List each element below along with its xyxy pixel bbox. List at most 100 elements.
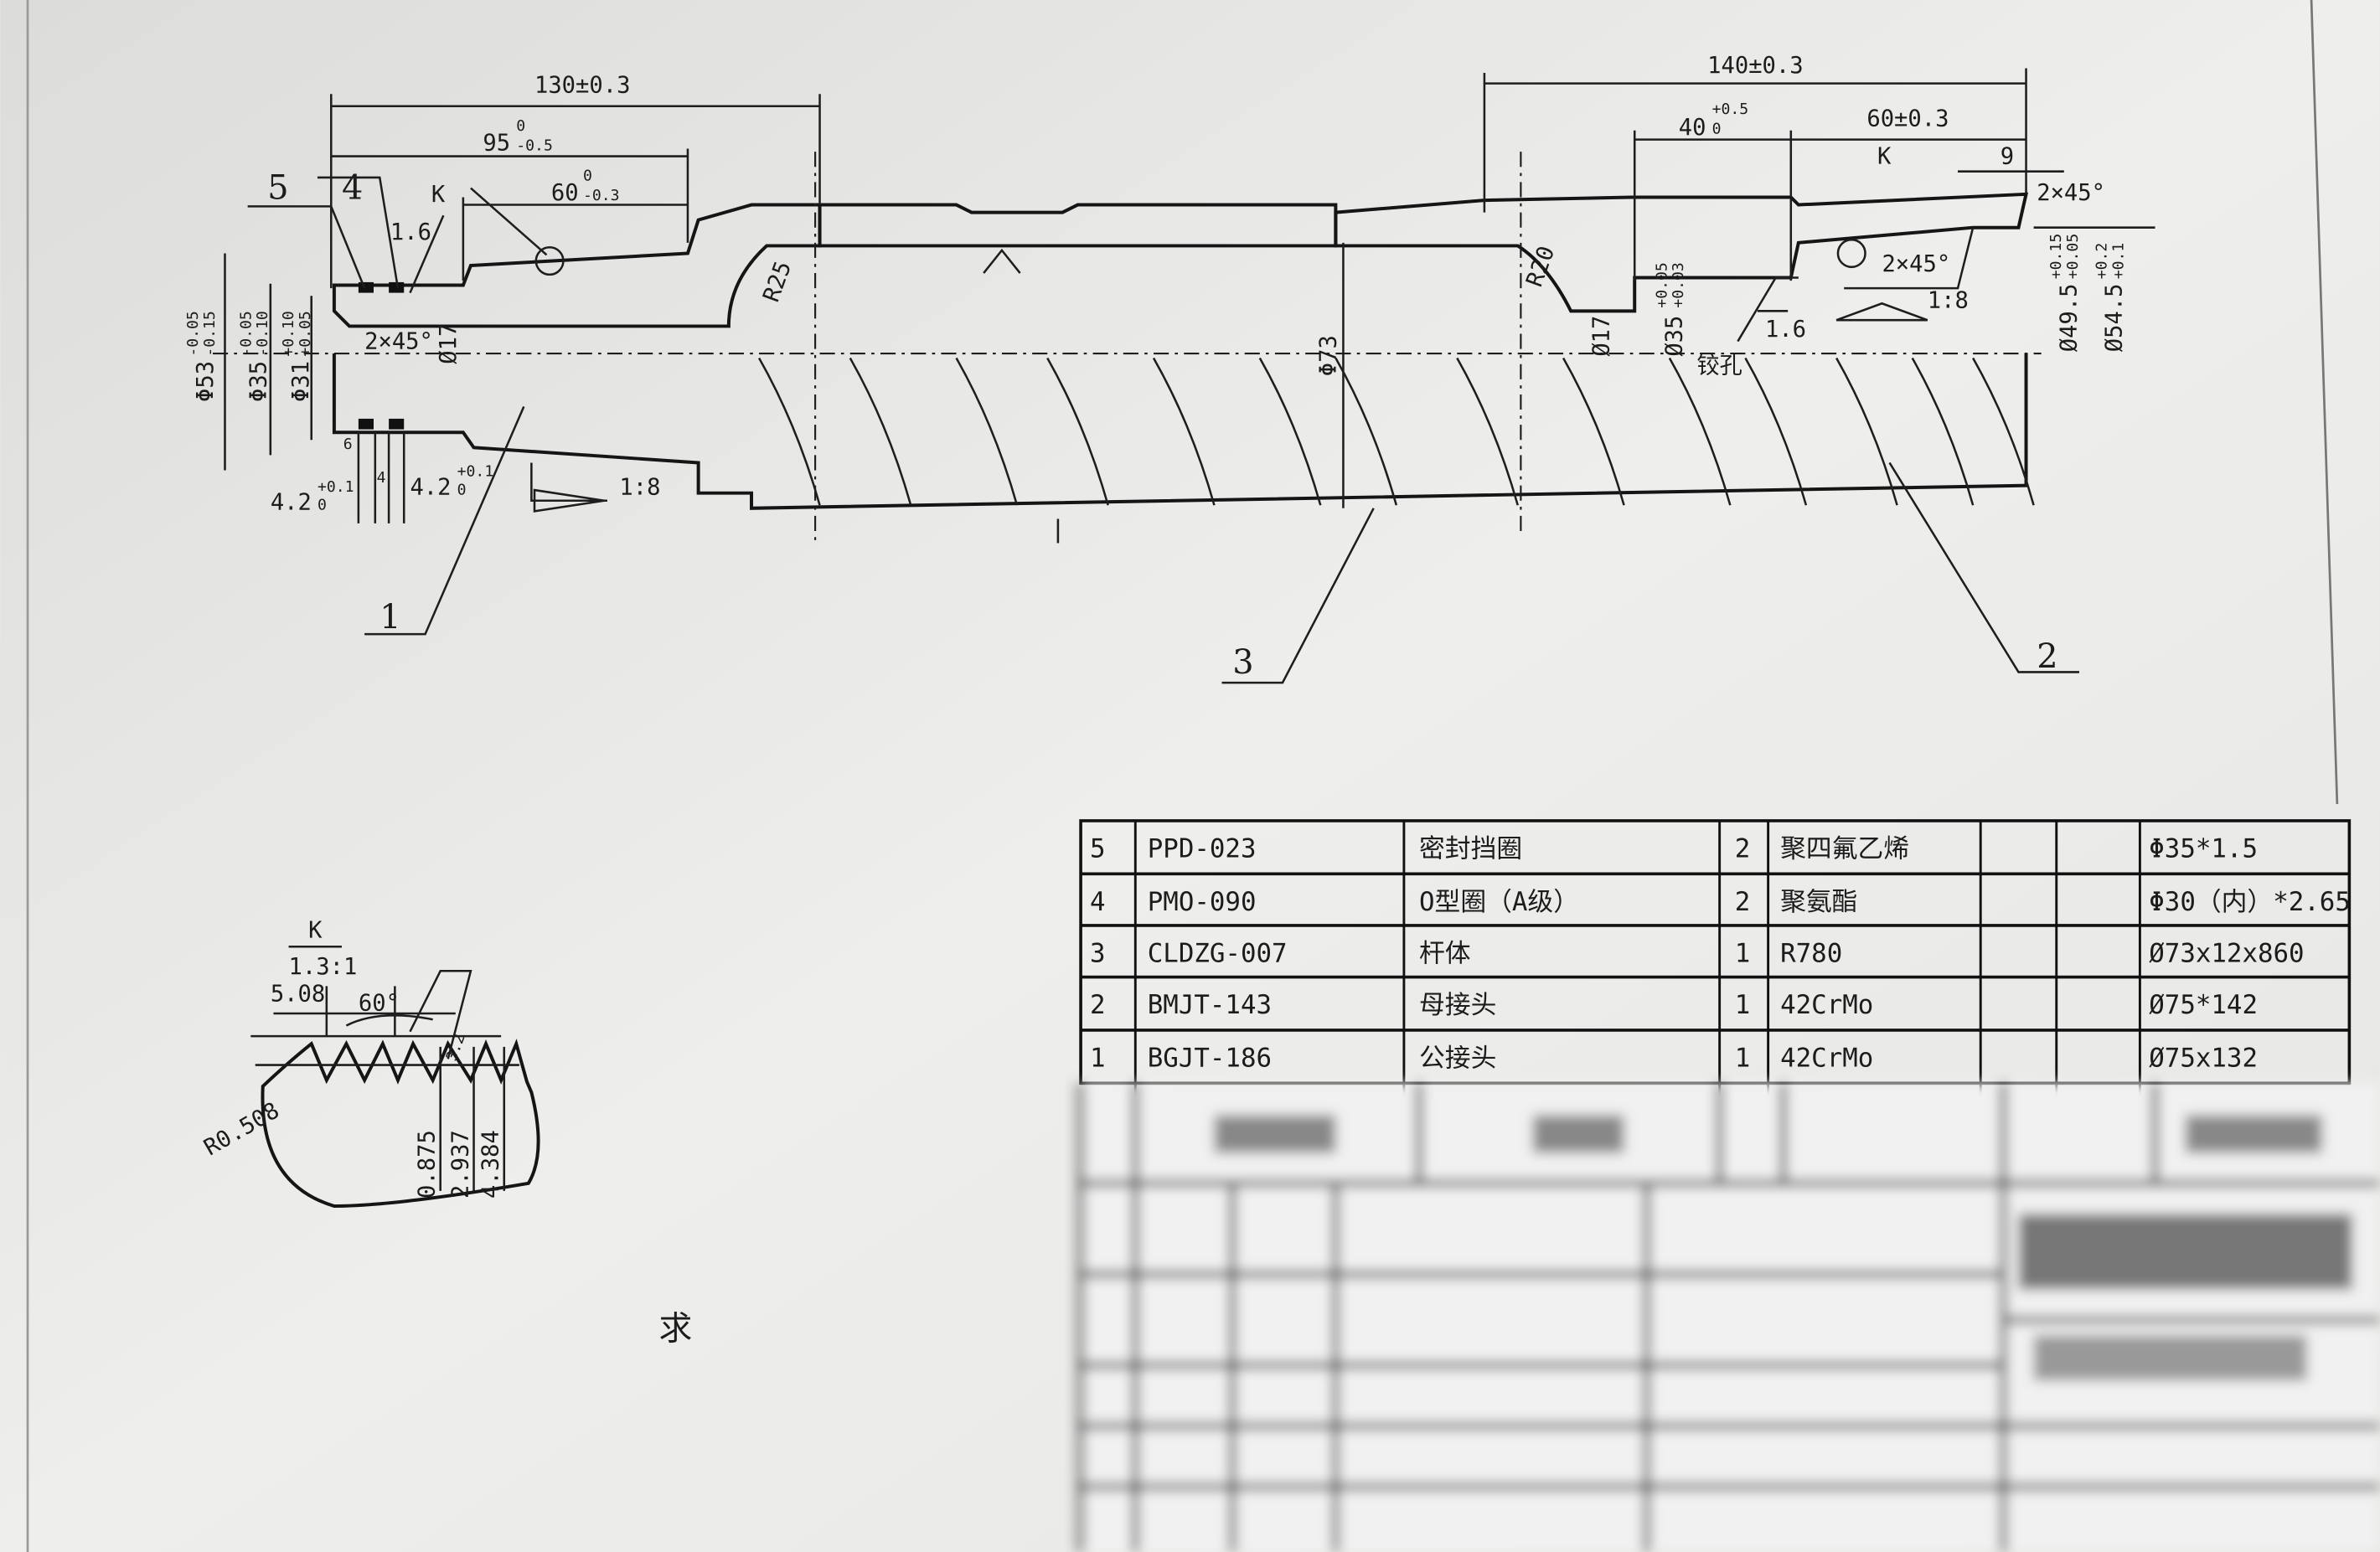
thread-pitch: 5.08 — [271, 981, 325, 1007]
roughness-1-6-right: 1.6 — [1765, 317, 1806, 343]
bom-cell-code: PPD-023 — [1148, 833, 1257, 864]
thread-profile-section — [261, 1039, 540, 1209]
svg-text:+0.03: +0.03 — [1670, 262, 1687, 308]
thread-line — [1668, 357, 1732, 506]
dim-dia54: Ø54.5 +0.2 +0.1 — [2093, 243, 2128, 353]
bom-cell-material: 42CrMo — [1780, 1043, 1873, 1073]
thread-line — [1258, 357, 1322, 506]
bom-cell-no: 2 — [1090, 990, 1106, 1020]
helical-threads — [757, 357, 2035, 506]
bom-cell-spec: Ø73x12x860 — [2149, 938, 2304, 968]
bom-cell-code: PMO-090 — [1148, 887, 1257, 917]
taper-1-8-left: 1:8 — [619, 474, 660, 500]
bom-cell-material: 聚四氟乙烯 — [1780, 833, 1909, 864]
part-label-5: 5 — [267, 168, 288, 207]
thread-line — [1911, 357, 1975, 506]
dim-groove-1: 4.2 +0.1 0 — [271, 478, 354, 516]
bom-cell-no: 3 — [1090, 938, 1106, 968]
dim-9: 9 — [2001, 144, 2014, 170]
svg-text:60: 60 — [551, 180, 579, 206]
male-joint-section — [332, 203, 822, 328]
detail-scale: 1.3:1 — [289, 954, 358, 980]
handwritten-note: 求 — [659, 1309, 693, 1348]
bom-cell-name: 公接头 — [1419, 1043, 1496, 1073]
bom-cell-material: R780 — [1780, 938, 1842, 968]
bom-cell-spec: Ø75x132 — [2149, 1043, 2258, 1073]
thread-line — [1046, 357, 1109, 506]
bom-cell-no: 4 — [1090, 887, 1106, 917]
rod-dia73: Φ73 — [1315, 335, 1341, 376]
thread-line — [1562, 357, 1625, 506]
svg-text:+0.10: +0.10 — [280, 311, 297, 357]
svg-text:+0.1: +0.1 — [2109, 243, 2127, 280]
bom-cell-name: 母接头 — [1419, 990, 1496, 1020]
bom-cell-material: 聚氨酯 — [1780, 887, 1857, 917]
dim-130: 130±0.3 — [534, 72, 630, 98]
svg-text:-0.05: -0.05 — [237, 311, 255, 357]
bom-cell-spec: Φ30（内）*2.65 — [2149, 887, 2351, 917]
female-joint-section — [1334, 192, 2029, 313]
thread-line — [1744, 357, 1808, 506]
o-ring-bottom-2 — [389, 418, 405, 430]
ream-note: 铰孔 — [1696, 353, 1742, 379]
bom-cell-name: 杆体 — [1419, 938, 1471, 968]
part-label-4: 4 — [342, 168, 363, 207]
bom-cell-spec: Ø75*142 — [2149, 990, 2258, 1020]
callout-1: 1 — [379, 598, 400, 637]
svg-text:+0.15: +0.15 — [2047, 234, 2065, 280]
dim-40: 40 +0.5 0 — [1679, 101, 1748, 141]
bom-cell-material: 42CrMo — [1780, 990, 1873, 1020]
thread-line — [757, 357, 821, 506]
thread-line — [955, 357, 1019, 506]
chamfer-2x45: 2×45° — [364, 329, 433, 355]
bom-cell-no: 5 — [1090, 833, 1106, 864]
svg-text:-0.10: -0.10 — [254, 311, 271, 357]
chamfer-outer: 2×45° — [2037, 180, 2105, 206]
lower-outline — [332, 353, 2028, 510]
dim-dia53: Φ53 -0.05 -0.15 — [184, 311, 219, 402]
assembly-view — [212, 152, 2042, 544]
taper-1-8-right: 1:8 — [1928, 288, 1969, 314]
chamfer-inner: 2×45° — [1882, 251, 1950, 277]
height-4-384: 4.384 — [478, 1130, 504, 1199]
thread-line — [1335, 357, 1398, 506]
svg-text:Φ31: Φ31 — [288, 361, 314, 402]
dim-140: 140±0.3 — [1707, 53, 1803, 79]
bom-cell-qty: 1 — [1735, 990, 1751, 1020]
height-0-875: 0.875 — [414, 1130, 440, 1199]
dim-60: 60 0 -0.3 — [551, 168, 620, 207]
svg-text:4.2: 4.2 — [410, 474, 451, 500]
detail-title: K — [308, 917, 323, 943]
svg-text:-0.15: -0.15 — [201, 311, 219, 357]
dim-60-right: 60±0.3 — [1866, 106, 1949, 131]
callout-2: 2 — [2037, 637, 2057, 676]
height-2-937: 2.937 — [447, 1130, 473, 1199]
svg-text:40: 40 — [1679, 115, 1706, 141]
svg-text:Ø54.5: Ø54.5 — [2102, 283, 2128, 352]
bom-cell-qty: 1 — [1735, 1043, 1751, 1073]
callout-3: 3 — [1232, 643, 1253, 682]
svg-text:0: 0 — [583, 168, 592, 185]
bom-cell-no: 1 — [1090, 1043, 1106, 1073]
roughness-mark — [983, 248, 1021, 274]
svg-text:+0.2: +0.2 — [2093, 243, 2111, 280]
thread-line — [849, 357, 912, 506]
svg-text:Φ35: Φ35 — [245, 361, 271, 402]
thread-angle: 60° — [359, 990, 400, 1016]
svg-text:4.2: 4.2 — [271, 490, 312, 516]
dim-95: 95 0 -0.5 — [483, 117, 552, 157]
bom-cell-name: O型圈（A级） — [1419, 887, 1579, 917]
bom-cell-spec: Φ35*1.5 — [2149, 833, 2258, 864]
thread-line — [1835, 357, 1898, 506]
svg-text:+0.05: +0.05 — [297, 311, 314, 357]
groove-gap-4: 4 — [377, 469, 386, 487]
svg-text:Φ53: Φ53 — [193, 361, 219, 402]
bom-cell-code: BMJT-143 — [1148, 990, 1272, 1020]
dim-dia49: Ø49.5 +0.15 +0.05 — [2047, 234, 2082, 352]
bom-cell-qty: 2 — [1735, 833, 1751, 864]
bore-dia17: Ø17 — [436, 323, 462, 364]
